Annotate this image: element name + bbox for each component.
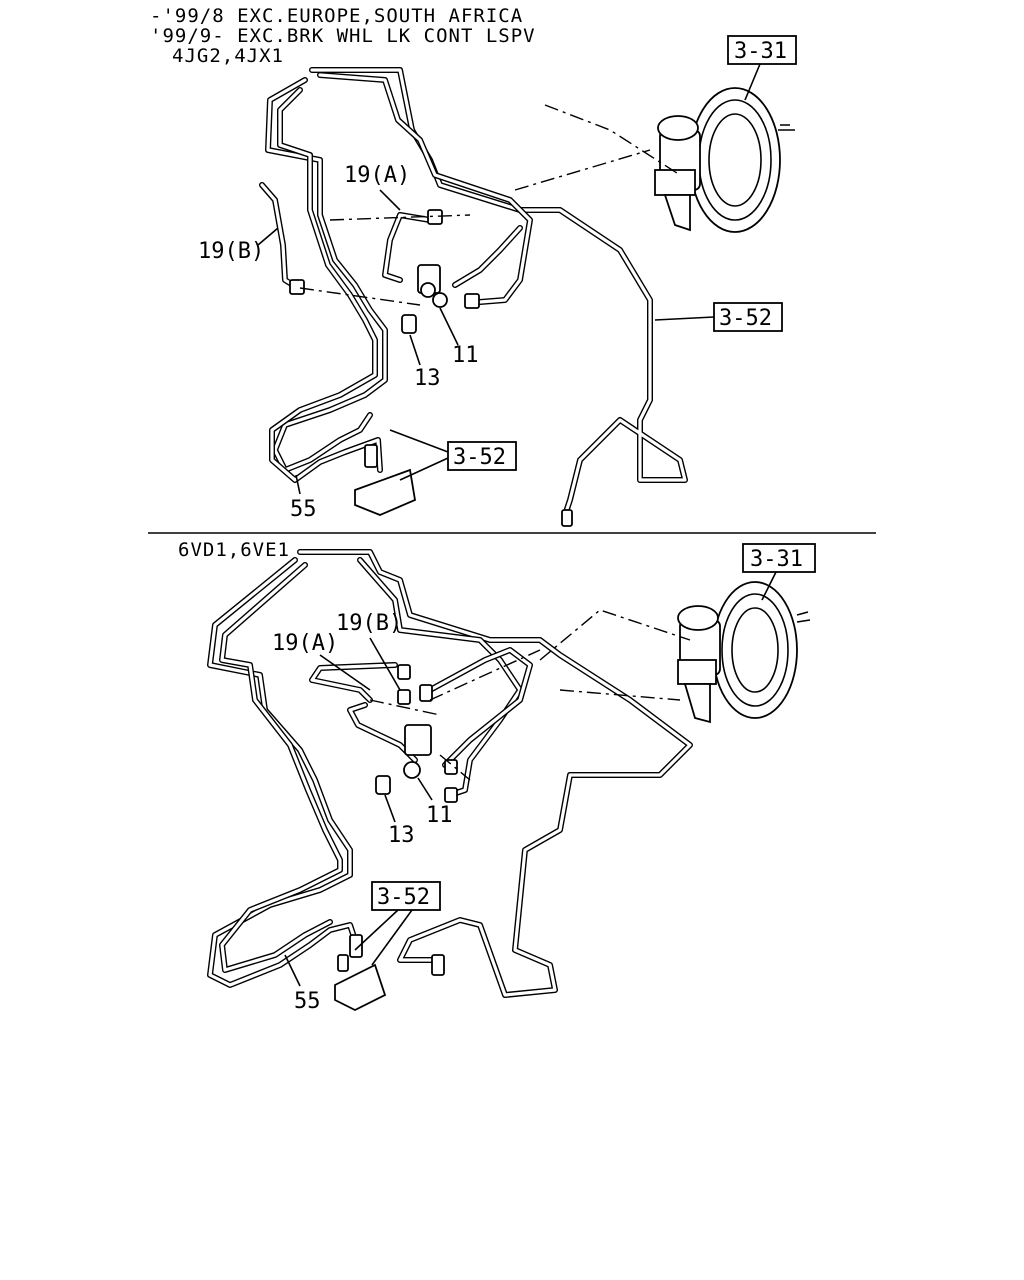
bottom-label-19b: 19(B) [336, 611, 402, 636]
top-section: -'99/8 EXC.EUROPE,SOUTH AFRICA '99/9- EX… [150, 5, 797, 527]
top-hose-ref-box [447, 441, 517, 471]
top-header-line-2: '99/9- EXC.BRK WHL LK CONT LSPV [150, 25, 536, 47]
bottom-hose-bracket [334, 963, 387, 1012]
bottom-label-55: 55 [294, 989, 321, 1014]
top-label-13: 13 [414, 366, 441, 391]
bottom-booster-ref-box [742, 543, 816, 573]
top-header-line-1: -'99/8 EXC.EUROPE,SOUTH AFRICA [150, 5, 523, 27]
bottom-section: 6VD1,6VE1 3-31 [178, 539, 816, 1014]
bottom-pipe-bundle [207, 549, 693, 998]
top-label-11: 11 [452, 343, 479, 368]
top-booster-ref-box [727, 35, 797, 65]
bottom-hose-ref: 3-52 [377, 885, 430, 910]
top-hose-bracket [354, 468, 417, 516]
bottom-header-line-1: 6VD1,6VE1 [178, 539, 290, 561]
bottom-label-11: 11 [426, 803, 453, 828]
top-label-55: 55 [290, 497, 317, 522]
bottom-brake-booster [677, 581, 811, 724]
bottom-booster-ref: 3-31 [750, 547, 803, 572]
bottom-hose-ref-box [371, 881, 441, 911]
bottom-joint-assembly [337, 664, 458, 976]
top-brake-booster [654, 87, 795, 233]
top-header-line-3: 4JG2,4JX1 [172, 45, 284, 67]
top-booster-ref: 3-31 [734, 39, 787, 64]
top-pipe-bundle [259, 67, 688, 518]
top-hose-ref: 3-52 [453, 445, 506, 470]
top-label-19b: 19(B) [198, 239, 264, 264]
bottom-label-19a: 19(A) [272, 631, 338, 656]
top-label-19a: 19(A) [344, 163, 410, 188]
top-joint-assembly [289, 209, 573, 527]
bottom-label-13: 13 [388, 823, 415, 848]
top-pipe-ref: 3-52 [719, 306, 772, 331]
